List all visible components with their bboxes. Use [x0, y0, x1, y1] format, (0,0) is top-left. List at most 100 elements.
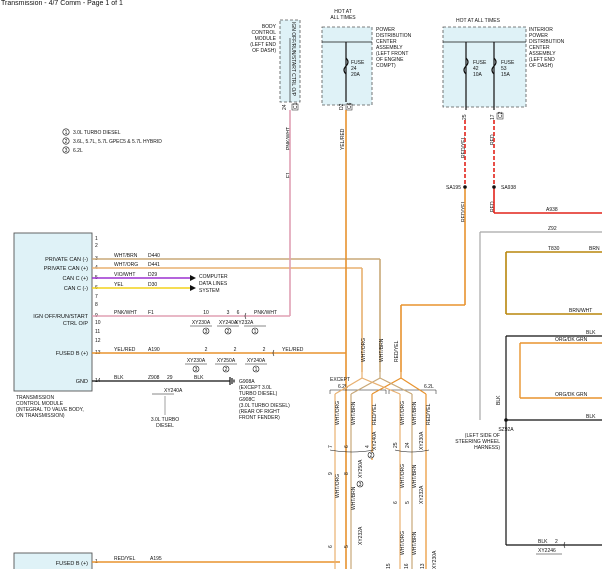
wire-color-label: WHT/ORG [361, 338, 367, 362]
wire-color-label: YEL [114, 282, 124, 288]
legend-marker-3 [62, 146, 70, 154]
fuse-icon [491, 42, 497, 110]
destination-label: DATA LINES [199, 281, 228, 287]
pdc-panel [321, 26, 373, 106]
wire-color-label: RED/YEL [461, 200, 467, 222]
wire-color-label: BLK [538, 539, 548, 545]
wire-id-label: Z92 [548, 226, 557, 232]
wire-color-label: RED/YEL [461, 136, 467, 158]
connector-id: XY232A [419, 485, 425, 504]
bcm-function-label: IGN OFF/RUN/START CTRL O/P [290, 22, 296, 97]
legend-num: 1 [65, 130, 68, 136]
bcm-label: OF DASH) [252, 48, 276, 54]
bcm-label: (LEFT END [250, 42, 276, 48]
ipdc-label: ASSEMBLY [529, 51, 556, 57]
wire-color-label: YEL/RED [340, 128, 346, 150]
wire-color-label: WHT/ORG [335, 401, 341, 425]
wire-color-label: WHT/ORG [335, 474, 341, 498]
wire-red-yel [400, 377, 427, 395]
variant-marker [356, 480, 364, 488]
tcm-panel-lower [13, 552, 93, 569]
pdc-label: ASSEMBLY [376, 45, 403, 51]
pdc-label: COMPT) [376, 63, 396, 69]
connector-pin: 10 [203, 310, 209, 316]
legend-label: 3.0L TURBO DIESEL [73, 130, 121, 136]
tcm-pin-label: GND [76, 379, 88, 385]
connector-symbol [272, 349, 275, 357]
connector-note: 3.0L TURBO [151, 417, 179, 423]
wire-color-label: WHT/ORG [400, 531, 406, 555]
wire-color-label: WHT/BRN [351, 401, 357, 425]
splice-label: SA938 [501, 185, 516, 191]
ipdc-fuses: HOT AT ALL TIMES FUSE 42 10A FUSE 53 15A… [442, 18, 565, 222]
tcm-pin-number: 8 [95, 302, 98, 308]
wire-id-label: T830 [548, 246, 560, 252]
ipdc-panel [442, 26, 527, 108]
ground-label: (3.0L TURBO DIESEL) [239, 403, 290, 409]
wire-color-label: RED/YEL [426, 403, 432, 425]
connector-pin: 3 [227, 310, 230, 316]
wire-id-label: Z908 [148, 375, 160, 381]
variant-number: 3 [205, 329, 208, 335]
destination-label: COMPUTER [199, 274, 228, 280]
pdc-label: (LEFT FRONT [376, 51, 408, 57]
wire-color-label: ORG/DK GRN [555, 392, 588, 398]
variant-label: 6.2L [338, 384, 348, 390]
tcm-caption: (INTEGRAL TO VALVE BODY, [16, 407, 84, 413]
connector-pin: 24 [405, 442, 411, 448]
wire-color-label: YEL/RED [282, 347, 304, 353]
connector-pin: 5 [405, 501, 411, 504]
wire-color-label: PNK/WHT [114, 310, 137, 316]
splice-label: STEERING WHEEL [455, 439, 500, 445]
variant-marker [192, 365, 200, 373]
wire-color-label: RED/YEL [114, 556, 136, 562]
bcm-label: MODULE [255, 36, 277, 42]
variant-number: 1 [255, 367, 258, 373]
tcm-wires: WHT/BRN D440 WHT/ORG D441 VIO/WHT D29 YE… [92, 110, 381, 569]
pdc-pin: D2 [339, 103, 345, 110]
connector-id: XY240A [219, 320, 238, 326]
connector-pin: 7 [328, 445, 334, 448]
wire-color-label: RED/YEL [394, 340, 400, 362]
bcm-connector-label: C1 [293, 102, 299, 109]
connector-symbol [394, 449, 430, 453]
legend-num: 3 [65, 148, 68, 154]
connector-pin: 6 [344, 445, 350, 448]
wire-color-label: WHT/ORG [114, 262, 138, 268]
bcm-label: BODY [262, 24, 277, 30]
ground-label: FRONT FENDER) [239, 415, 280, 421]
wire-color-label: BLK [586, 414, 596, 420]
tcm-pin-label: CAN C (+) [62, 276, 88, 282]
inline-connectors-row13: 2 XY230A 3 2 XY250A 2 2 XY240A 1 [185, 347, 275, 373]
connector-id: XY250A [358, 459, 364, 478]
connector-pin: 9 [328, 472, 334, 475]
variant-number: 1 [254, 329, 257, 335]
hot-label: ALL TIMES [330, 15, 356, 21]
hot-label: HOT AT ALL TIMES [456, 18, 501, 24]
variant-number: 2 [227, 329, 230, 335]
splice-label: HARNESS) [474, 445, 500, 451]
connector-note: DIESEL [156, 423, 174, 429]
wire-color-label: BLK [496, 395, 502, 405]
wire-color-label: RED [490, 134, 496, 145]
ground-icon [229, 377, 235, 385]
wire-id-label: D30 [148, 282, 157, 288]
right-harness: Z92 T830 BRN BRN/WHT BLK ORG/DK GRN ORG/… [455, 226, 602, 555]
tcm-caption: ON TRANSMISSION) [16, 413, 65, 419]
arrow-icon [190, 285, 196, 291]
connector-id: XY2246 [538, 548, 556, 554]
fuse-rating: 20A [351, 72, 361, 78]
tcm-pin-label: PRIVATE CAN (-) [45, 257, 88, 263]
connector-symbol [244, 312, 247, 320]
wire-color-label: WHT/BRN [412, 401, 418, 425]
variant-marker [367, 451, 375, 459]
tcm-caption: TRANSMISSION [16, 395, 54, 401]
wire-color-label: BLK [114, 375, 124, 381]
pdc-connector-label: C6 [347, 102, 353, 109]
ipdc-label: INTERIOR [529, 27, 553, 33]
connector-id: XY250A [217, 358, 236, 364]
legend-num: 2 [65, 139, 68, 145]
wire-id-label: A190 [148, 347, 160, 353]
